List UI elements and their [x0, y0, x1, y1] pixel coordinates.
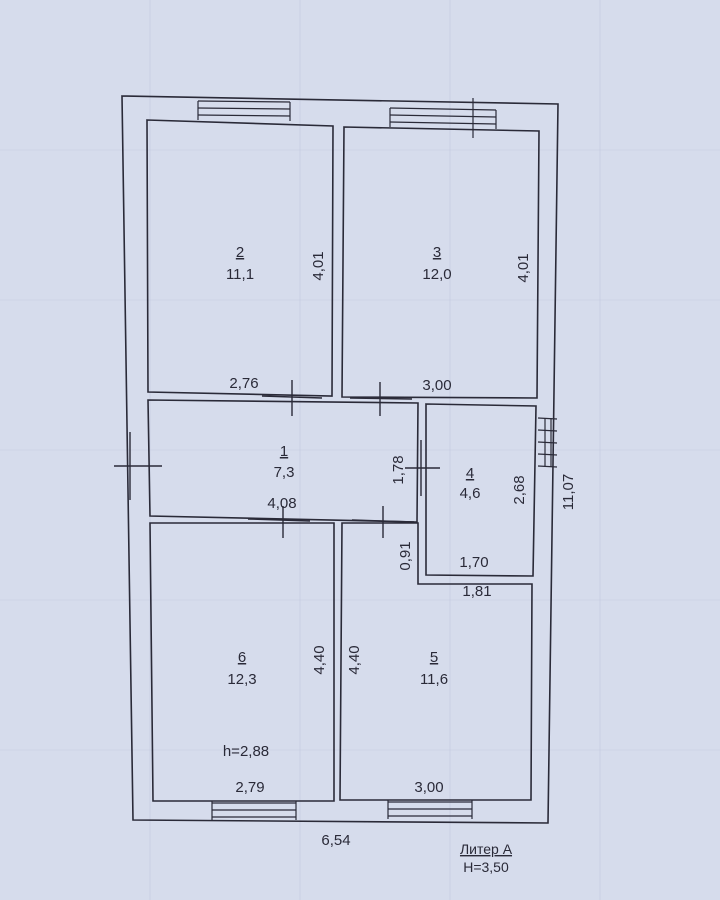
- window-right: [537, 417, 558, 468]
- dim-total-width: 6,54: [321, 832, 350, 849]
- room-6-area: 12,3: [227, 671, 256, 688]
- dim-room4-width-inner: 1,70: [459, 554, 488, 571]
- room-4-outline: [425, 403, 537, 577]
- dim-room5-height: 4,40: [346, 645, 363, 674]
- dim-room1-height: 1,78: [390, 455, 407, 484]
- dim-room2-width: 2,76: [229, 375, 258, 392]
- room-3-outline: [341, 126, 540, 399]
- room-1-outline: [147, 399, 419, 523]
- room-5-number: 5: [430, 649, 438, 666]
- room-4-number: 4: [466, 465, 474, 482]
- room-4-area: 4,6: [460, 485, 481, 502]
- window-top-right: [389, 98, 497, 138]
- room-2-number: 2: [236, 244, 244, 261]
- dim-room4-width-outer: 1,81: [462, 583, 491, 600]
- room-1-number: 1: [280, 443, 288, 460]
- dim-room5-offset: 0,91: [397, 541, 414, 570]
- room-6-number: 6: [238, 649, 246, 666]
- dimension-labels: 4,01 4,01 2,76 3,00 1,78 4,08 2,68 0,91 …: [223, 251, 577, 849]
- dim-room4-height: 2,68: [511, 475, 528, 504]
- dim-room6-width: 2,79: [235, 779, 264, 796]
- doors: [114, 380, 440, 538]
- room-1-area: 7,3: [274, 464, 295, 481]
- room-3-number: 3: [433, 244, 441, 261]
- dim-room3-width: 3,00: [422, 377, 451, 394]
- window-bottom-left: [211, 801, 297, 820]
- room-labels: 2 11,1 3 12,0 1 7,3 4 4,6 6 12,3 5 11,6: [226, 244, 480, 688]
- room-5-outline: [339, 522, 533, 801]
- room-3-area: 12,0: [422, 266, 451, 283]
- room-5-area: 11,6: [420, 671, 448, 688]
- room-6-outline: [149, 522, 335, 802]
- door-room-6: [247, 518, 311, 522]
- dim-room5-width: 3,00: [414, 779, 443, 796]
- title-height: Н=3,50: [463, 859, 509, 875]
- dim-room2-height: 4,01: [310, 251, 327, 280]
- dim-room1-width: 4,08: [267, 495, 296, 512]
- outer-wall: [121, 95, 559, 824]
- room-2-outline: [146, 119, 334, 397]
- room-2-area: 11,1: [226, 266, 254, 283]
- window-bottom-right: [387, 800, 473, 819]
- dim-total-length: 11,07: [560, 474, 577, 510]
- dim-room3-height: 4,01: [515, 253, 532, 282]
- title-block: Литер А Н=3,50: [460, 841, 513, 875]
- dim-room6-height: 4,40: [311, 645, 328, 674]
- window-top-left: [197, 100, 291, 121]
- door-room-3: [349, 397, 413, 400]
- ceiling-height: h=2,88: [223, 743, 269, 760]
- title-liter: Литер А: [460, 841, 513, 857]
